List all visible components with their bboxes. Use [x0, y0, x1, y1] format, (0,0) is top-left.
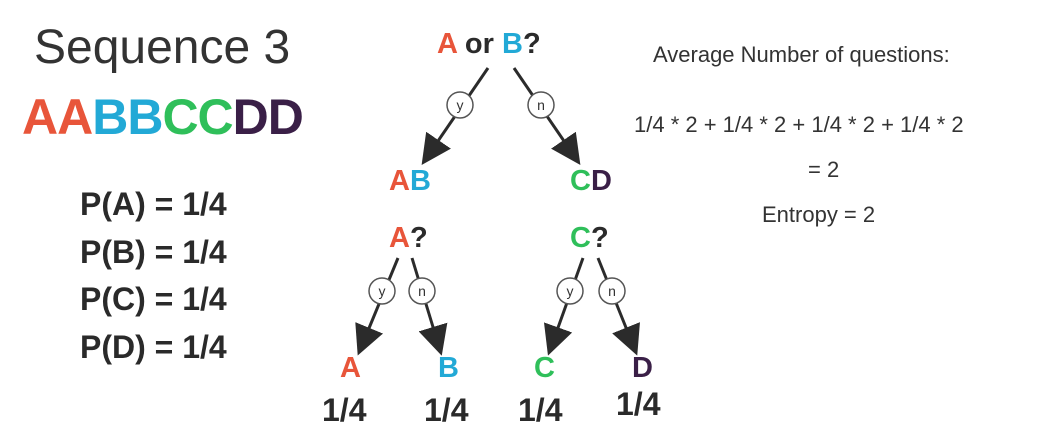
edge-label-yes: y: [379, 283, 386, 299]
node-a-q-mark: ?: [409, 222, 428, 254]
leaf-d-prob: 1/4: [616, 386, 661, 422]
leaf-a: A: [340, 352, 361, 384]
node-a-question: A?: [389, 222, 428, 255]
sequence-letter: D: [232, 89, 269, 145]
sequence-letter: B: [127, 89, 163, 145]
entropy-value: Entropy = 2: [762, 202, 876, 227]
edge-label-no: n: [418, 283, 426, 299]
sequence-letter: C: [162, 89, 198, 145]
edge-label-no: n: [537, 97, 545, 113]
prob-a: P(A) = 1/4: [80, 186, 227, 222]
leaf-c-prob: 1/4: [518, 392, 563, 428]
node-cd: CD: [570, 165, 612, 198]
avg-result: = 2: [808, 157, 840, 182]
root-or: or: [456, 28, 502, 60]
node-a-q-letter: A: [389, 222, 410, 254]
sequence: AABBCCDD: [22, 88, 304, 146]
edge-root-no: [512, 67, 581, 165]
node-cd-c: C: [570, 165, 591, 197]
root-b: B: [502, 28, 523, 60]
node-c-question: C?: [570, 222, 609, 255]
edge-label-yes: y: [567, 283, 574, 299]
edge-label-circle: [368, 91, 626, 305]
sequence-letter: A: [57, 89, 93, 145]
avg-questions-heading: Average Number of questions:: [653, 42, 950, 67]
title: Sequence 3: [34, 21, 291, 74]
edge-a-yes: [355, 257, 400, 356]
sequence-letter: B: [92, 89, 128, 145]
leaf-b-prob: 1/4: [424, 392, 469, 428]
leaf-d: D: [632, 352, 653, 384]
edge-label-yes: y: [457, 97, 464, 113]
edge-label-no: n: [608, 283, 616, 299]
leaf-b: B: [438, 352, 459, 384]
edge-a-no: [410, 257, 448, 356]
avg-formula: 1/4 * 2 + 1/4 * 2 + 1/4 * 2 + 1/4 * 2: [634, 112, 964, 137]
prob-d: P(D) = 1/4: [80, 329, 227, 365]
node-c-q-letter: C: [570, 222, 591, 254]
edge-c-yes: [543, 257, 585, 356]
prob-b: P(B) = 1/4: [80, 234, 227, 270]
node-cd-d: D: [590, 165, 612, 197]
sequence-letter: D: [267, 89, 304, 145]
sequence-letter: C: [197, 89, 234, 145]
node-ab-a: A: [389, 165, 410, 197]
edge-root-yes: [421, 67, 490, 165]
sequence-letter: A: [22, 89, 58, 145]
node-ab: AB: [389, 165, 431, 198]
root-q: ?: [522, 28, 541, 60]
edge-c-no: [596, 257, 640, 356]
leaf-a-prob: 1/4: [322, 392, 367, 428]
prob-c: P(C) = 1/4: [80, 281, 227, 317]
root-question: A or B?: [437, 28, 541, 61]
root-a: A: [437, 28, 457, 60]
leaf-c: C: [534, 352, 555, 384]
node-ab-b: B: [409, 165, 431, 197]
node-c-q-mark: ?: [590, 222, 609, 254]
